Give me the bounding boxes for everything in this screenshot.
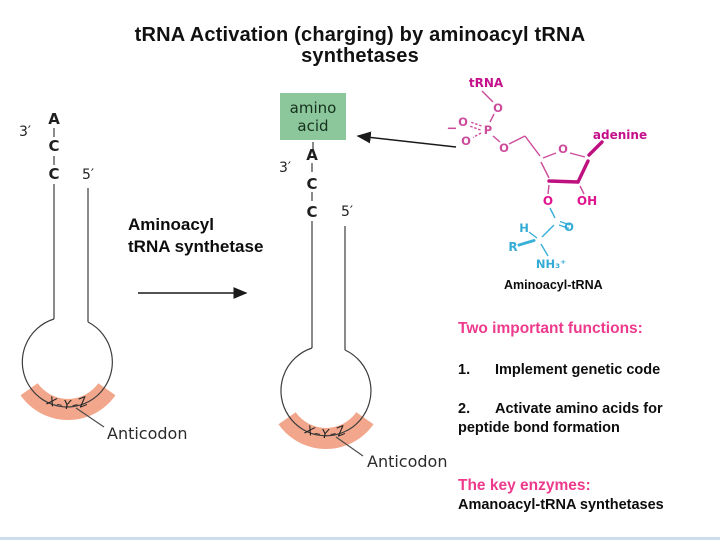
charged-anticodon-band — [278, 412, 374, 450]
enzyme-label-line1: Aminoacyl — [128, 215, 214, 234]
left-trna-3prime-label: 3′ — [18, 124, 32, 140]
ribose-bold-bond-bottom — [547, 179, 580, 184]
charged-trna-5prime-label: 5′ — [340, 204, 354, 220]
left-anticodon-label: Anticodon — [107, 424, 188, 443]
structure-to-aminoacid-arrow — [356, 131, 457, 148]
charged-trna-3prime-label: 3′ — [278, 160, 292, 176]
amino-group-label: NH₃⁺ — [535, 257, 567, 271]
charged-trna-base-c2: C — [306, 203, 318, 221]
left-trna-5prime-label: 5′ — [81, 167, 95, 183]
enzyme-label-line2: tRNA synthetase — [128, 237, 264, 256]
phosphorus-atom: P — [483, 123, 493, 137]
charged-anticodon-sequence: X–Y–Z — [302, 421, 349, 441]
amino-acid-line1: amino — [289, 98, 337, 117]
charged-trna-loop — [280, 347, 372, 437]
ribose-bold-bond-right — [576, 159, 590, 184]
phosphate-o-top-atom: O — [493, 101, 503, 115]
phosphate-o-lower-left-atom: O — [461, 134, 471, 148]
enzymes-text: Amanoacyl-tRNA synthetases — [458, 497, 664, 513]
left-anticodon-pointer — [75, 407, 105, 428]
charged-trna-base-c1: C — [306, 175, 318, 193]
left-trna-loop — [21, 318, 113, 408]
left-anticodon-band — [20, 383, 116, 421]
slide-title-line1: tRNA Activation (charging) by aminoacyl … — [134, 24, 586, 46]
charged-anticodon-pointer — [335, 436, 364, 457]
function-item2-text-line2: peptide bond formation — [458, 420, 620, 436]
left-trna-drawing — [20, 128, 116, 428]
chemical-bonds-cyan — [517, 207, 571, 257]
left-trna-base-c1: C — [48, 137, 60, 155]
left-trna-base-c2: C — [48, 165, 60, 183]
function-item1-text: Implement genetic code — [495, 362, 661, 378]
slide-title-line2: synthetases — [301, 45, 419, 67]
adenine-wedge-bond — [587, 140, 604, 157]
r-group-wedge-bond — [517, 239, 536, 247]
function-item1-number: 1. — [458, 362, 471, 378]
functions-heading: Two important functions: — [458, 320, 643, 337]
phosphate-o-bridge-atom: O — [499, 141, 509, 155]
carbonyl-o-atom: O — [564, 220, 574, 234]
slide-title: tRNA Activation (charging) by aminoacyl … — [0, 25, 720, 67]
adenine-label: adenine — [592, 128, 648, 142]
amino-acid-box: amino acid — [280, 93, 346, 140]
alpha-h-atom: H — [519, 221, 529, 235]
amino-acid-line2: acid — [297, 116, 329, 135]
function-item2-text-line1: Activate amino acids for — [495, 401, 663, 417]
enzyme-label: Aminoacyl tRNA synthetase — [128, 214, 263, 258]
left-trna-base-a: A — [48, 110, 60, 128]
structure-trna-label: tRNA — [468, 76, 504, 90]
charged-anticodon-label: Anticodon — [367, 452, 448, 471]
slide-bottom-edge — [0, 537, 720, 540]
chemical-bonds-bold-magenta — [547, 140, 604, 184]
function-item2-number: 2. — [458, 401, 471, 417]
phosphate-minus-charge: − — [446, 121, 458, 137]
ribose-oh-group: OH — [576, 194, 598, 208]
ester-o-atom: O — [542, 194, 554, 208]
structure-caption: Aminoacyl-tRNA — [504, 278, 603, 292]
charged-trna-drawing — [278, 142, 374, 457]
chemical-bonds-pink — [469, 90, 586, 195]
phosphate-o-upper-left-atom: O — [458, 115, 468, 129]
left-anticodon-sequence: X–Y–Z — [44, 392, 91, 412]
ribose-ring-o-atom: O — [558, 142, 568, 156]
r-group-label: R — [508, 240, 518, 254]
charged-trna-base-a: A — [306, 146, 318, 164]
enzymes-heading: The key enzymes: — [458, 477, 591, 494]
